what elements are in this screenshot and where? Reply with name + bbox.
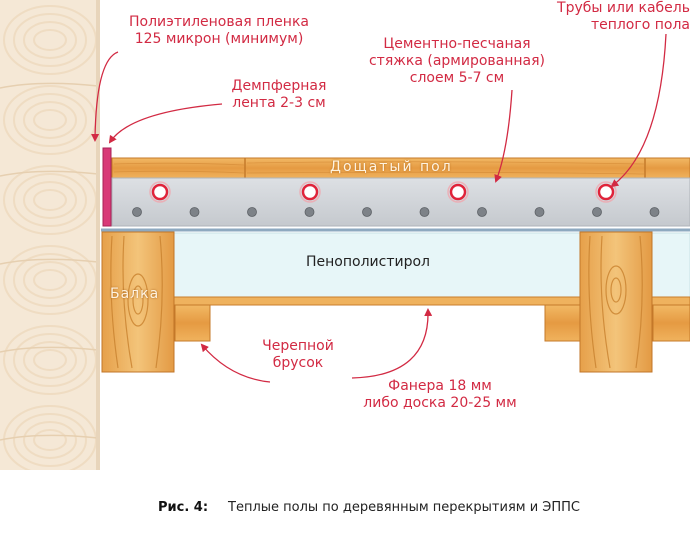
arrow-pipes xyxy=(610,33,667,188)
rebar-dot xyxy=(534,207,545,217)
caption-text: Теплые полы по деревянным перекрытиям и … xyxy=(228,500,580,515)
label-plywood: Фанера 18 мм либо доска 20-25 мм xyxy=(363,378,517,411)
heating-pipe-glow xyxy=(299,181,321,203)
plank-floor xyxy=(111,157,690,179)
rebar-dots xyxy=(132,207,660,217)
label-beam: Балка xyxy=(110,286,160,302)
heating-pipe xyxy=(301,183,319,201)
rebar-dot xyxy=(247,207,257,217)
label-film: Полиэтиленовая пленка 125 микрон (миниму… xyxy=(129,14,309,47)
heating-pipes xyxy=(149,181,617,203)
label-cranial-bar: Черепной брусок xyxy=(262,338,334,371)
arrow-plywood xyxy=(351,308,433,379)
label-eps: Пенополистирол xyxy=(306,254,430,270)
rebar-dot xyxy=(362,207,372,217)
rebar-dot xyxy=(304,207,315,217)
heating-pipe-glow xyxy=(595,181,617,203)
arrow-screed xyxy=(494,89,513,183)
beams xyxy=(101,231,653,373)
arrow-damper xyxy=(108,103,223,144)
heating-pipe xyxy=(597,183,615,201)
damper-tape xyxy=(102,147,112,227)
rebar-dot xyxy=(132,207,142,217)
cranial-bars xyxy=(174,304,690,342)
rebar-dot xyxy=(592,207,602,217)
caption-prefix: Рис. 4: xyxy=(158,500,209,515)
rebar-dot xyxy=(649,207,660,217)
rebar-dot xyxy=(477,207,487,217)
rebar-dot xyxy=(419,207,430,217)
arrow-film xyxy=(91,51,119,142)
arrow-cranial xyxy=(200,343,271,383)
log-wall xyxy=(0,0,100,470)
callout-arrows xyxy=(91,33,667,383)
label-damper: Демпферная лента 2-3 см xyxy=(231,78,327,111)
heating-pipe-glow xyxy=(447,181,469,203)
heating-pipe xyxy=(449,183,467,201)
label-plank-floor: Дощатый пол xyxy=(330,159,453,175)
label-pipes: Трубы или кабель теплого пола xyxy=(557,0,690,33)
heating-pipe xyxy=(151,183,169,201)
label-screed: Цементно-песчаная стяжка (армированная) … xyxy=(368,36,545,86)
heating-pipe-glow xyxy=(149,181,171,203)
screed-layer xyxy=(111,177,690,227)
rebar-dot xyxy=(189,207,200,217)
